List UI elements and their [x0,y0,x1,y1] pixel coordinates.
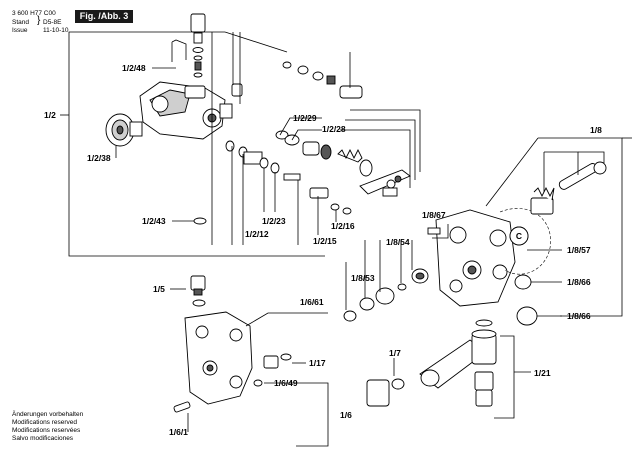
callout-c: C [516,231,522,241]
small-seals-lower [243,151,352,215]
note-spanish: Salvo modificaciones [12,435,74,442]
group-1-2-leaders [115,32,421,245]
label-1-8: 1/8 [590,125,602,135]
label-1-6: 1/6 [340,410,352,420]
side-valve-stack [219,83,248,158]
label-1-7: 1/7 [389,348,401,358]
group-1-8-frame [485,137,632,317]
label-1-2-15: 1/2/15 [313,236,337,246]
group-1-7-21-leaders [393,335,531,419]
label-1-2-43: 1/2/43 [142,216,166,226]
label-1-8-53: 1/8/53 [351,273,375,283]
issue-date: 11-10-10 [43,27,69,34]
group-1-8-leaders [345,151,605,317]
label-1-6-1: 1/6/1 [169,427,188,437]
upper-right-fittings [282,61,363,99]
label-1-17: 1/17 [309,358,326,368]
pump-body [173,311,292,413]
knob-part [105,113,143,147]
label-1-2-48: 1/2/48 [122,63,146,73]
label-1-2-38: 1/2/38 [87,153,111,163]
label-1-8-67: 1/8/67 [422,210,446,220]
note-french: Modifications reservées [12,427,81,434]
label-1-2-23: 1/2/23 [262,216,286,226]
o-ring-1-2-43 [193,217,207,225]
top-fitting [190,13,206,78]
label-1-2-12: 1/2/12 [245,229,269,239]
label-1-2-16: 1/2/16 [331,221,355,231]
group-1-6-leaders [170,288,329,447]
figure-label: Fig. /Abb. 3 [75,10,133,23]
notes-block: Änderungen vorbehalten Modifications res… [12,411,83,443]
label-1-2-29: 1/2/29 [293,113,317,123]
stand-label: Stand [12,19,29,26]
group-1-2-frame [60,31,325,257]
label-1-2: 1/2 [44,110,56,120]
fitting-1-5 [190,275,206,307]
label-1-21: 1/21 [534,368,551,378]
valve-housing [139,81,226,140]
label-1-2-28: 1/2/28 [322,124,346,134]
note-german: Änderungen vorbehalten [12,411,84,418]
label-1-6-61: 1/6/61 [300,297,324,307]
valve-stem-assembly [275,130,373,177]
label-1-8-54: 1/8/54 [386,237,410,247]
document-number: 3 600 H77 C00 [12,10,56,17]
label-1-8-57: 1/8/57 [567,245,591,255]
note-english: Modifications reserved [12,419,78,426]
outlet-manifold [366,319,497,407]
group-1-8-parts [343,161,607,326]
label-1-8-66-lower: 1/8/66 [567,311,591,321]
label-1-6-49: 1/6/49 [274,378,298,388]
callout-circle [509,226,529,246]
label-1-5: 1/5 [153,284,165,294]
bracket-clip [171,39,187,62]
bracket-glyph: } [37,15,41,26]
label-1-8-66-upper: 1/8/66 [567,277,591,287]
stand-code: D5-8E [43,19,62,26]
issue-label: Issue [12,27,28,34]
